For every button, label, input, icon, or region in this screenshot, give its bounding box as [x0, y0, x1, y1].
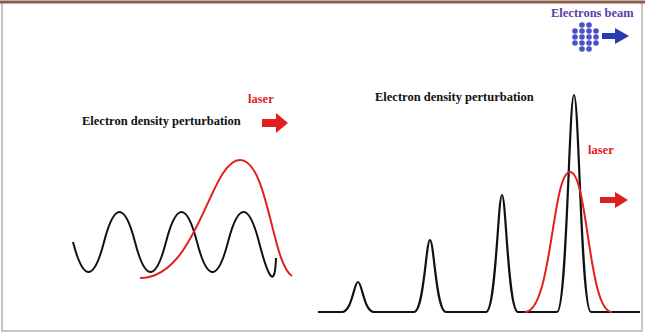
- pulse-label: laser: [588, 143, 614, 158]
- pulse-label: laser: [248, 92, 274, 107]
- axis-label: Electron density perturbation: [375, 90, 534, 105]
- electron-bunch: [572, 22, 599, 52]
- density-wave: [73, 212, 276, 277]
- laser-pulse: [140, 160, 292, 278]
- direction-arrow: [262, 113, 288, 133]
- beam-label: Electrons beam: [551, 6, 634, 21]
- axis-label: Electron density perturbation: [82, 114, 241, 129]
- direction-arrow: [602, 28, 629, 44]
- direction-arrow: [600, 192, 628, 208]
- frame-top-line: [0, 1, 645, 4]
- density-peaks: [318, 95, 640, 312]
- frame: [2, 2, 642, 331]
- laser-pulse: [525, 172, 612, 312]
